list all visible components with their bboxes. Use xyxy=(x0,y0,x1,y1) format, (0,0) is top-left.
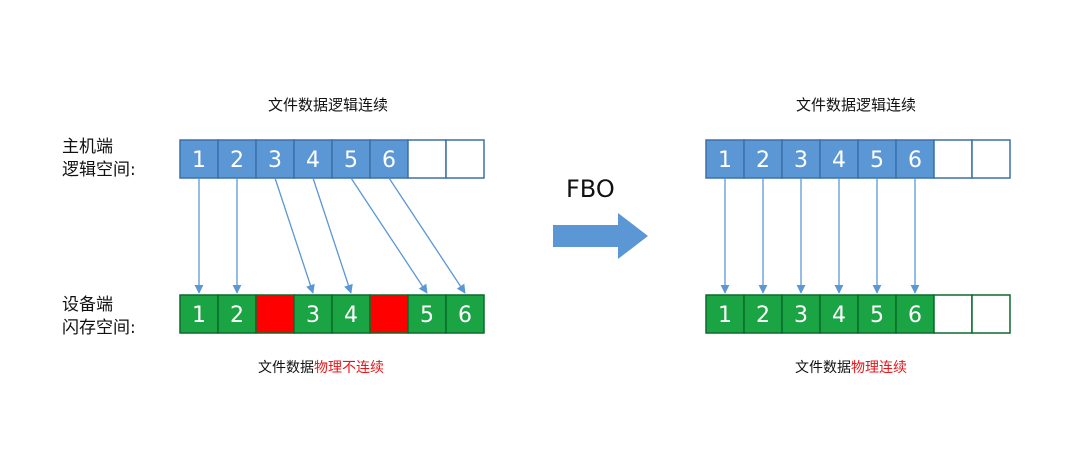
left-flash-cell-8 xyxy=(445,294,485,334)
left-bottom-caption: 文件数据物理不连续 xyxy=(258,357,384,377)
right-top-caption: 文件数据逻辑连续 xyxy=(796,96,917,114)
right-logical-cell-3 xyxy=(781,139,821,179)
right-flash-cell-8 xyxy=(971,294,1011,334)
left-flash-cell-label-2: 2 xyxy=(230,303,244,328)
right-flash-cell-4 xyxy=(819,294,859,334)
right-logical-cell-8 xyxy=(971,139,1011,179)
left-map-arrow-3 xyxy=(274,177,315,294)
fbo-arrow-icon xyxy=(553,213,648,259)
left-bottom-caption-highlight: 物理不连续 xyxy=(314,360,384,376)
left-flash-cell-4 xyxy=(293,294,333,334)
left-flash-cell-label-7: 5 xyxy=(420,303,434,328)
right-flash-cell-label-1: 1 xyxy=(718,303,732,328)
right-logical-cell-label-4: 4 xyxy=(832,148,846,173)
right-logical-cell-label-1: 1 xyxy=(718,148,732,173)
left-logical-cell-label-3: 3 xyxy=(268,148,282,173)
left-map-arrow-6 xyxy=(388,177,466,294)
right-flash-cell-label-4: 4 xyxy=(832,303,846,328)
right-bottom-caption-normal: 文件数据 xyxy=(795,360,851,376)
left-logical-cell-7 xyxy=(407,139,447,179)
right-flash-cell-label-2: 2 xyxy=(756,303,770,328)
right-logical-cell-label-3: 3 xyxy=(794,148,808,173)
left-flash-cell-label-8: 6 xyxy=(458,303,472,328)
left-flash-cell-3 xyxy=(255,294,295,334)
right-flash-cell-5 xyxy=(857,294,897,334)
left-map-arrow-4 xyxy=(312,177,353,294)
left-flash-cell-label-1: 1 xyxy=(192,303,206,328)
left-logical-cell-label-6: 6 xyxy=(382,148,396,173)
right-logical-cell-5 xyxy=(857,139,897,179)
left-logical-cell-label-1: 1 xyxy=(192,148,206,173)
right-logical-cell-label-6: 6 xyxy=(908,148,922,173)
left-logical-cell-6 xyxy=(369,139,409,179)
right-flash-cell-2 xyxy=(743,294,783,334)
fbo-label: FBO xyxy=(566,175,615,203)
left-logical-cell-8 xyxy=(445,139,485,179)
right-logical-cell-label-5: 5 xyxy=(870,148,884,173)
left-logical-cell-label-4: 4 xyxy=(306,148,320,173)
left-flash-cell-label-5: 4 xyxy=(344,303,358,328)
left-flash-cell-label-4: 3 xyxy=(306,303,320,328)
left-flash-cell-5 xyxy=(331,294,371,334)
left-flash-cell-1 xyxy=(179,294,219,334)
left-flash-cell-6 xyxy=(369,294,409,334)
right-flash-cell-3 xyxy=(781,294,821,334)
host-label-line2: 逻辑空间: xyxy=(62,160,136,180)
right-bottom-caption-highlight: 物理连续 xyxy=(851,360,907,376)
right-logical-cell-2 xyxy=(743,139,783,179)
right-flash-cell-label-6: 6 xyxy=(908,303,922,328)
left-logical-cell-label-2: 2 xyxy=(230,148,244,173)
right-logical-cell-7 xyxy=(933,139,973,179)
right-flash-cell-label-5: 5 xyxy=(870,303,884,328)
left-top-caption: 文件数据逻辑连续 xyxy=(268,96,389,114)
host-label-line1: 主机端 xyxy=(62,137,113,157)
device-label-line1: 设备端 xyxy=(62,295,113,315)
right-flash-cell-label-3: 3 xyxy=(794,303,808,328)
device-label-line2: 闪存空间: xyxy=(62,318,136,338)
left-flash-cell-2 xyxy=(217,294,257,334)
right-flash-cell-6 xyxy=(895,294,935,334)
left-logical-cell-label-5: 5 xyxy=(344,148,358,173)
left-map-arrow-5 xyxy=(350,177,428,294)
left-bottom-caption-normal: 文件数据 xyxy=(258,360,314,376)
right-logical-cell-label-2: 2 xyxy=(756,148,770,173)
right-bottom-caption: 文件数据物理连续 xyxy=(795,357,907,377)
right-flash-cell-7 xyxy=(933,294,973,334)
